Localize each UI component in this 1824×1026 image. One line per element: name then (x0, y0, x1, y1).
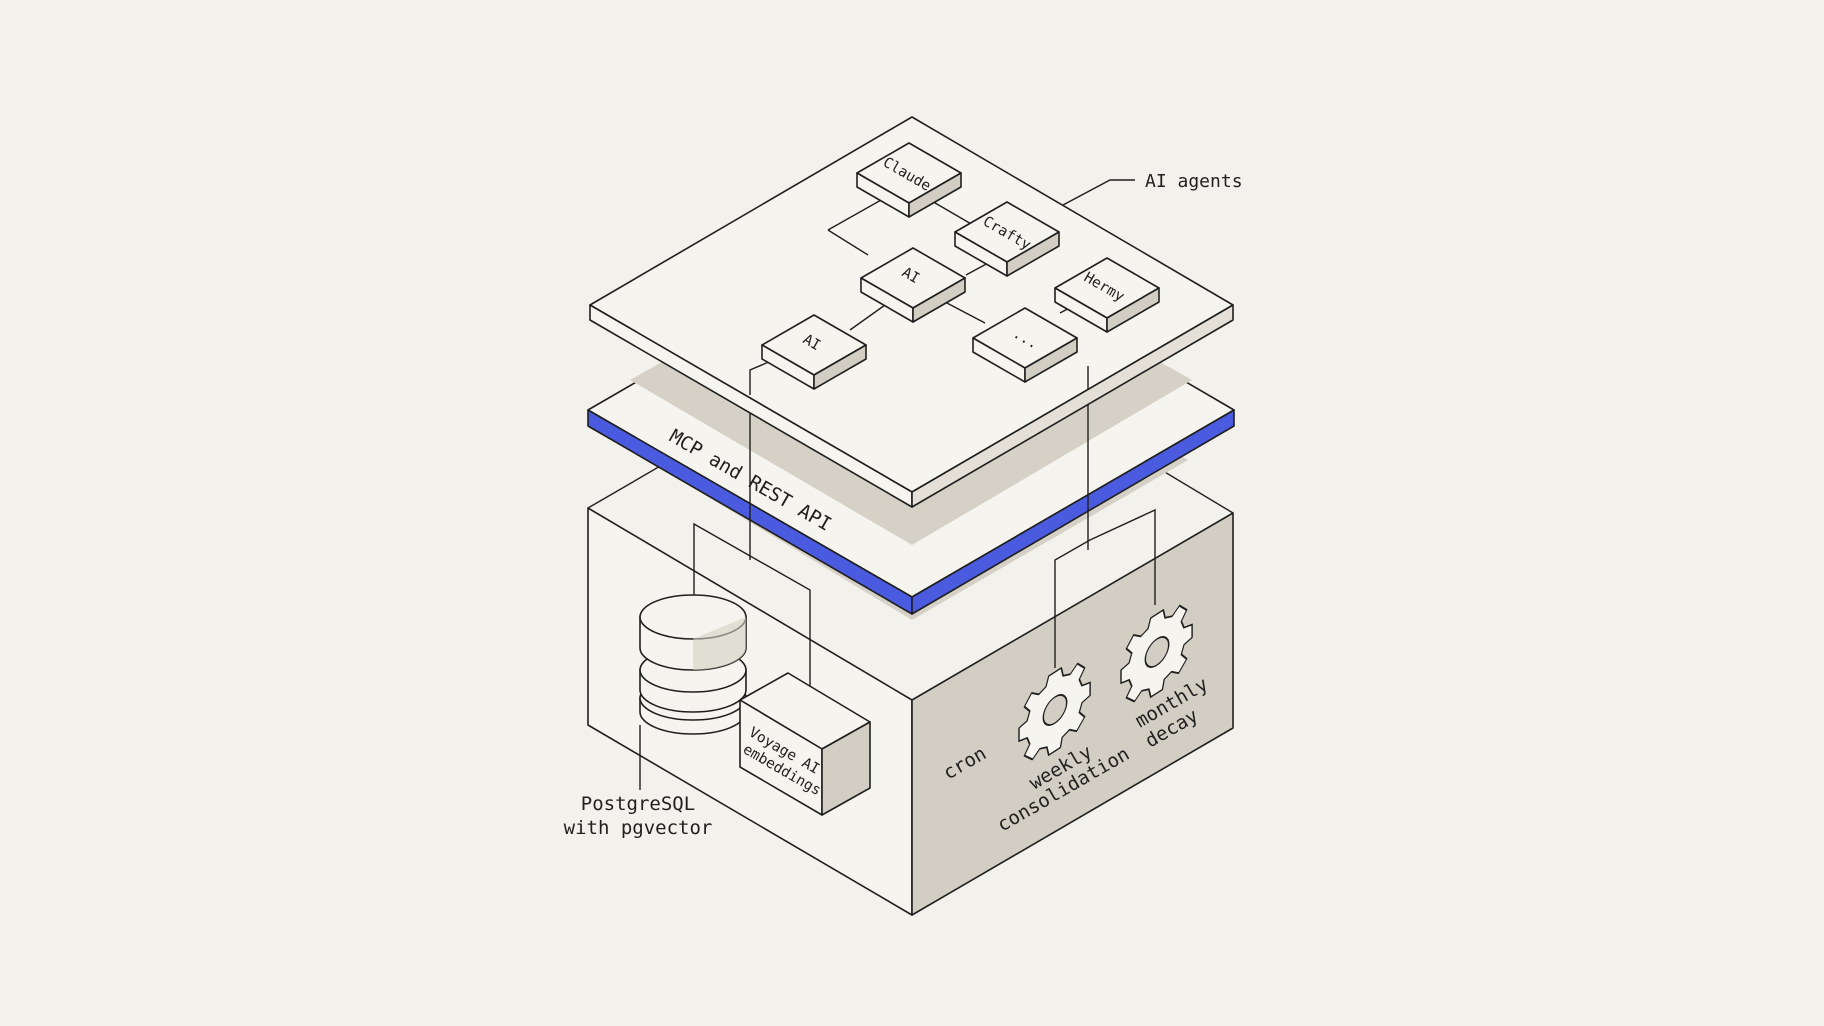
agent-layer-right-edge (911, 304, 1234, 508)
wire-cron-to-gears (1054, 508, 1156, 668)
agent-link (827, 229, 869, 256)
layer-shadow-middle (630, 362, 1192, 545)
embeddings-box-side (821, 721, 871, 816)
agent-chip-crafty: Crafty (954, 201, 1060, 277)
database-icon (639, 594, 747, 735)
agent-chip-claude: Claude (856, 142, 962, 218)
gear-icon (1018, 648, 1092, 776)
embeddings-box: Voyage AI embeddings (739, 672, 871, 816)
agent-label-ai-center: AI (899, 265, 922, 288)
gear-icon (1120, 590, 1194, 718)
agent-callout-label: AI agents (1145, 171, 1243, 192)
agent-link (944, 301, 986, 324)
agent-chip-hermy: Hermy (1054, 257, 1160, 333)
agent-callout-line (1062, 179, 1135, 206)
database-label-line1: PostgreSQL (581, 793, 695, 815)
api-band-right (911, 409, 1235, 615)
agent-link (849, 304, 886, 331)
agent-label-ai-left: AI (800, 332, 823, 355)
wire-db-to-embeddings (693, 522, 811, 715)
agent-chip-more: ... (972, 307, 1078, 383)
database-label-line2: with pgvector (564, 817, 713, 839)
agent-layer: Claude Crafty AI Hermy AI (589, 116, 1243, 508)
agent-chip-ai-left: AI (761, 314, 867, 390)
agent-chip-ai-center: AI (860, 247, 966, 323)
